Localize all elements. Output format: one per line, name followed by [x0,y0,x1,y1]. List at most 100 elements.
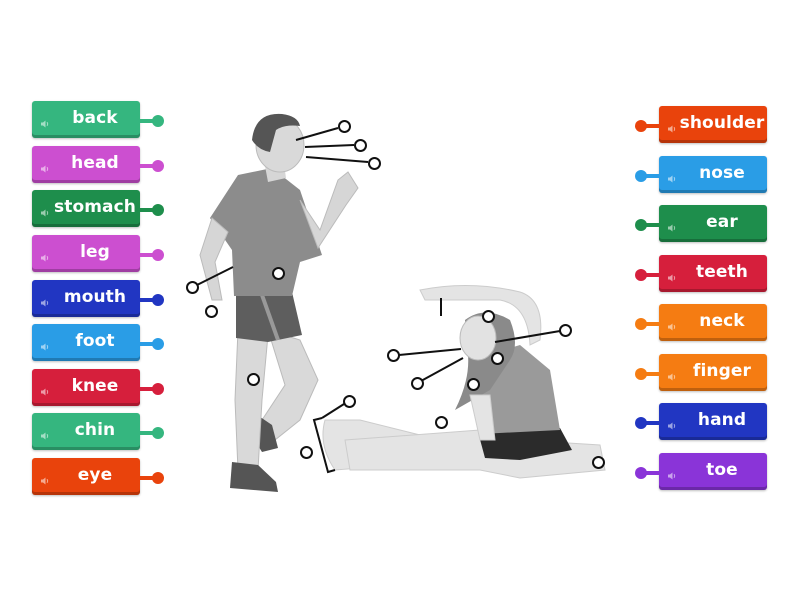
tile-label: back [72,108,118,128]
drop-target-woman-head[interactable] [482,310,495,323]
woman-figure [344,284,606,479]
drop-target-man-finger[interactable] [205,305,218,318]
connector-handle[interactable] [152,427,164,439]
drop-target-woman-leg[interactable] [592,456,605,469]
tile-label: teeth [696,262,748,282]
connector-handle[interactable] [635,368,647,380]
speaker-icon[interactable] [667,169,677,183]
drop-target-man-nose[interactable] [354,139,367,152]
illustration-svg [196,113,606,492]
drop-target-woman-teeth[interactable] [387,349,400,362]
connector-handle[interactable] [152,338,164,350]
tile-label: stomach [54,197,136,217]
label-tile-foot[interactable]: foot [32,324,140,361]
speaker-icon[interactable] [40,382,50,396]
connector-line [140,164,156,168]
label-tile-stomach[interactable]: stomach [32,190,140,227]
body-parts-illustration [180,100,620,500]
tile-label: finger [692,361,751,381]
connector-handle[interactable] [152,472,164,484]
label-tile-mouth[interactable]: mouth [32,280,140,317]
connector-handle[interactable] [635,467,647,479]
connector-line [140,208,156,212]
label-tile-hand[interactable]: hand [659,403,767,440]
connector-handle[interactable] [152,294,164,306]
drop-target-man-hand[interactable] [186,281,199,294]
speaker-icon[interactable] [667,317,677,331]
speaker-icon[interactable] [40,426,50,440]
speaker-icon[interactable] [40,471,50,485]
label-tile-chin[interactable]: chin [32,413,140,450]
connector-handle[interactable] [152,383,164,395]
connector-handle[interactable] [635,170,647,182]
connector-line [644,372,660,376]
tile-label: ear [706,212,738,232]
connector-line [644,174,660,178]
label-tile-toe[interactable]: toe [659,453,767,490]
speaker-icon[interactable] [40,293,50,307]
label-tile-eye[interactable]: eye [32,458,140,495]
drop-target-man-eye[interactable] [338,120,351,133]
label-tile-ear[interactable]: ear [659,205,767,242]
speaker-icon[interactable] [40,159,50,173]
drop-target-woman-chin[interactable] [411,377,424,390]
pointer-lines [196,127,561,419]
connector-handle[interactable] [152,160,164,172]
speaker-icon[interactable] [40,248,50,262]
speaker-icon[interactable] [667,466,677,480]
connector-line [644,223,660,227]
speaker-icon[interactable] [667,367,677,381]
drop-target-woman-shoulder[interactable] [467,378,480,391]
tile-label: eye [77,465,113,485]
label-tile-back[interactable]: back [32,101,140,138]
drop-target-man-stomach[interactable] [272,267,285,280]
drop-target-man-knee[interactable] [247,373,260,386]
tile-label: leg [80,242,110,262]
connector-handle[interactable] [635,120,647,132]
tile-label: knee [71,376,119,396]
connector-line [644,124,660,128]
tile-label: chin [74,420,116,440]
connector-handle[interactable] [635,269,647,281]
speaker-icon[interactable] [667,268,677,282]
connector-line [644,322,660,326]
connector-line [644,273,660,277]
speaker-icon[interactable] [667,416,677,430]
label-tile-neck[interactable]: neck [659,304,767,341]
connector-line [140,253,156,257]
tile-label: toe [706,460,738,480]
drop-target-man-mouth[interactable] [368,157,381,170]
speaker-icon[interactable] [40,114,50,128]
label-tile-nose[interactable]: nose [659,156,767,193]
connector-handle[interactable] [635,417,647,429]
connector-handle[interactable] [152,204,164,216]
speaker-icon[interactable] [40,203,50,217]
speaker-icon[interactable] [667,218,677,232]
tile-label: mouth [63,287,127,307]
connector-line [644,421,660,425]
connector-line [140,298,156,302]
label-tile-knee[interactable]: knee [32,369,140,406]
speaker-icon[interactable] [40,337,50,351]
tile-label: neck [699,311,745,331]
connector-line [140,119,156,123]
connector-handle[interactable] [635,219,647,231]
label-tile-finger[interactable]: finger [659,354,767,391]
drop-target-woman-ear[interactable] [559,324,572,337]
connector-handle[interactable] [152,249,164,261]
drop-target-toe[interactable] [343,395,356,408]
drop-target-woman-finger[interactable] [435,416,448,429]
label-tile-shoulder[interactable]: shoulder [659,106,767,143]
label-tile-leg[interactable]: leg [32,235,140,272]
connector-handle[interactable] [635,318,647,330]
speaker-icon[interactable] [667,119,677,133]
drop-target-woman-neck[interactable] [491,352,504,365]
drop-target-foot[interactable] [300,446,313,459]
label-tile-head[interactable]: head [32,146,140,183]
connector-line [140,431,156,435]
connector-handle[interactable] [152,115,164,127]
connector-line [140,387,156,391]
connector-line [644,471,660,475]
label-tile-teeth[interactable]: teeth [659,255,767,292]
tile-label: hand [697,410,747,430]
